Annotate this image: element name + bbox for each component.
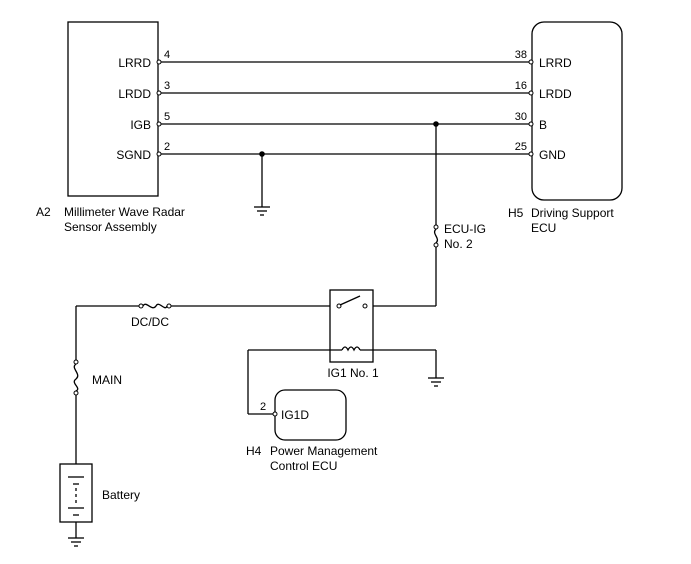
pm-ecu-pin-number: 2 [260,401,266,413]
sensor-code: A2 [36,205,51,219]
ecu-ig-fuse-label-1: ECU-IG [444,222,486,236]
sensor-pin-number: 3 [164,80,170,92]
battery-label: Battery [102,488,140,502]
pm-ecu-pin-name: IG1D [281,408,309,422]
relay-label: IG1 No. 1 [327,366,379,380]
sensor-assembly-box [67,21,159,197]
fusible-link-icon [138,303,172,309]
ecu-pin-name: LRRD [539,56,572,70]
sensor-name-line1: Millimeter Wave Radar [64,205,185,219]
battery-icon [68,476,84,516]
sensor-pin-number: 5 [164,111,170,123]
sensor-pin-name: LRRD [118,56,151,70]
relay-switch-icon [336,295,368,309]
ecu-name-line1: Driving Support [531,206,614,220]
sensor-pin-number: 2 [164,141,170,153]
sensor-name-line2: Sensor Assembly [64,220,157,234]
sensor-pin-name: IGB [130,118,151,132]
ecu-pin-number: 16 [515,80,527,92]
ecu-terminal [528,59,534,65]
pm-ecu-name-line1: Power Management [270,444,378,458]
pm-ecu-code: H4 [246,444,262,458]
ecu-pin-name: GND [539,148,566,162]
ecu-pin-name: B [539,118,547,132]
sensor-pin-name: SGND [116,148,151,162]
sensor-terminal [156,151,162,157]
ground-icon [68,537,84,547]
sensor-terminal [156,59,162,65]
sensor-pin-number: 4 [164,49,170,61]
relay-coil-icon [341,346,361,352]
ecu-terminal [528,151,534,157]
ig1-relay-box [329,289,374,363]
ecu-terminal [528,121,534,127]
fuse-icon [433,224,439,248]
sensor-pin-name: LRDD [118,87,151,101]
sensor-terminal [156,90,162,96]
dcdc-fuse-label: DC/DC [131,315,169,329]
sensor-terminal [156,121,162,127]
ecu-pin-number: 38 [515,49,527,61]
pm-ecu-terminal [272,411,278,417]
ecu-name-line2: ECU [531,221,556,235]
ecu-ig-fuse-label-2: No. 2 [444,237,473,251]
ecu-pin-number: 30 [515,111,527,123]
ecu-code: H5 [508,206,524,220]
fusible-link-icon [73,359,79,396]
ecu-pin-name: LRDD [539,87,572,101]
ecu-terminal [528,90,534,96]
ground-icon [254,206,270,216]
ecu-pin-number: 25 [515,141,527,153]
pm-ecu-name-line2: Control ECU [270,459,337,473]
ground-icon [428,377,444,387]
ecu-box [531,21,623,201]
main-fuse-label: MAIN [92,373,122,387]
battery-box [59,463,93,523]
